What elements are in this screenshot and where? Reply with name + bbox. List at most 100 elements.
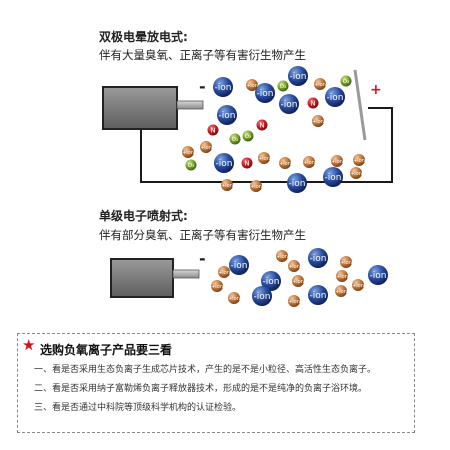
positive-ion: +ion [288,295,300,307]
positive-ion: +ion [336,270,348,282]
minus-sign-2: - [199,249,206,268]
positive-ion: +ion [200,141,212,153]
positive-ion-label: +ion [200,145,212,151]
ozone-molecule: O₃ [277,80,289,92]
positive-ion-ball [314,78,326,90]
negative-ion-label: -ion [216,159,233,169]
positive-ion-ball [336,270,348,282]
negative-ion-ball [252,286,272,306]
positive-ion-ball [353,154,365,166]
emitter-rod-1 [176,100,204,110]
negative-ion-ball [308,285,328,305]
tip-item-2: 二、看是否采用纳子富勒烯负离子释放器技术，形成的是不是纯净的负离子浴环境。 [34,384,368,394]
ozone-molecule-ball [229,133,241,145]
positive-ion-ball [292,275,304,287]
negative-ion-label: -ion [281,100,298,110]
positive-ion-label: +ion [335,289,347,295]
nitrogen-molecule-ball [307,97,319,109]
negative-ion: -ion [255,83,275,103]
ozone-molecule-label: O₃ [343,79,350,85]
positive-ion: +ion [352,279,364,291]
positive-ion: +ion [228,292,240,304]
section2-subtitle: 伴有部分臭氧、正离子等有害衍生物产生 [99,228,306,242]
nitrogen-molecule-label: N [310,99,315,107]
positive-ion-ball [276,250,288,262]
negative-ion-label: -ion [327,93,344,103]
ozone-molecule: O₃ [229,133,241,145]
negative-ion-ball [287,173,307,193]
positive-ion-label: +ion [228,296,240,302]
negative-ion-label: -ion [290,72,307,82]
tip-item-1: 一、看是否采用生态负离子生成芯片技术，产生的是不是小粒径、高活性生态负离子。 [34,365,377,375]
positive-ion: +ion [312,115,324,127]
positive-ion-ball [221,179,233,191]
negative-ion-label: -ion [254,292,271,302]
negative-ion: -ion [229,255,249,275]
negative-ion-ball [214,153,234,173]
positive-ion-ball [250,180,262,192]
negative-ion: -ion [308,285,328,305]
negative-ion: -ion [368,265,388,285]
positive-ion: +ion [258,152,270,164]
positive-ion-label: +ion [182,150,194,156]
positive-ion: +ion [303,156,315,168]
positive-ion-label: +ion [303,160,315,166]
positive-ion: +ion [279,157,291,169]
negative-ion-ball [217,105,237,125]
negative-ion: -ion [279,94,299,114]
negative-ion-ball [261,271,281,291]
ozone-molecule-ball [242,130,254,142]
nitrogen-molecule-label: N [259,121,264,129]
positive-ion-ball [331,155,343,167]
negative-ion-ball [368,265,388,285]
positive-ion-ball [288,295,300,307]
ozone-molecule-ball [185,159,197,171]
positive-ion-ball [303,156,315,168]
tip-item-3: 三、看是否通过中科院等顶级科学机构的认证检验。 [34,403,242,413]
negative-ion-label: -ion [310,291,327,301]
emitter-rod-2 [172,269,200,279]
nitrogen-molecule: N [256,119,268,131]
positive-ion-label: +ion [221,183,233,189]
positive-ion: +ion [221,179,233,191]
negative-ion-ball [279,94,299,114]
positive-ion-ball [312,115,324,127]
positive-ion: +ion [340,256,352,268]
nitrogen-molecule: N [307,97,319,109]
positive-ion-label: +ion [279,161,291,167]
nitrogen-molecule-label: N [210,126,215,134]
plus-sign: + [370,82,382,98]
positive-ion-label: +ion [276,254,288,260]
star-icon: ★ [22,336,36,354]
positive-ion: +ion [250,180,262,192]
positive-ion: +ion [350,167,362,179]
ozone-molecule-ball [340,75,352,87]
nitrogen-molecule: N [207,124,219,136]
positive-ion-ball [340,256,352,268]
negative-ion-label: -ion [215,83,232,93]
nitrogen-molecule-ball [256,119,268,131]
positive-ion-label: +ion [331,159,343,165]
section1-subtitle: 伴有大量臭氧、正离子等有害衍生物产生 [99,48,306,62]
nitrogen-molecule-ball [207,124,219,136]
positive-ion-ball [228,292,240,304]
ozone-molecule-label: O₃ [280,84,287,90]
positive-ion-label: +ion [288,264,300,270]
ozone-molecule: O₃ [340,75,352,87]
negative-ion-label: -ion [370,271,387,281]
negative-ion: -ion [325,87,345,107]
minus-sign-1: - [199,77,206,96]
negative-ion-label: -ion [289,179,306,189]
nitrogen-molecule-label: N [244,159,249,167]
negative-ion-label: -ion [219,111,236,121]
negative-ion-label: -ion [310,254,327,264]
negative-ion: -ion [261,271,281,291]
positive-ion-label: +ion [211,284,223,290]
section2-title: 单级电子喷射式: [99,209,188,223]
positive-ion-label: +ion [250,184,262,190]
positive-ion-label: +ion [336,274,348,280]
positive-ion: +ion [335,285,347,297]
ozone-molecule: O₃ [242,130,254,142]
ozone-molecule-label: O₃ [232,137,239,143]
